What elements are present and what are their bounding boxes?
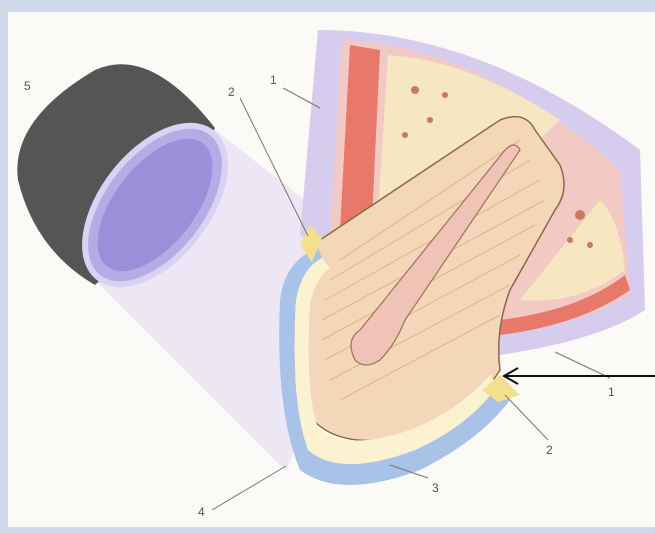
label-1-top: 1 [270, 74, 277, 86]
label-5: 5 [24, 80, 31, 92]
label-4: 4 [198, 506, 205, 518]
label-3: 3 [432, 482, 439, 494]
label-2-right: 2 [546, 444, 553, 456]
label-1-right: 1 [608, 386, 615, 398]
label-2-top: 2 [228, 86, 235, 98]
